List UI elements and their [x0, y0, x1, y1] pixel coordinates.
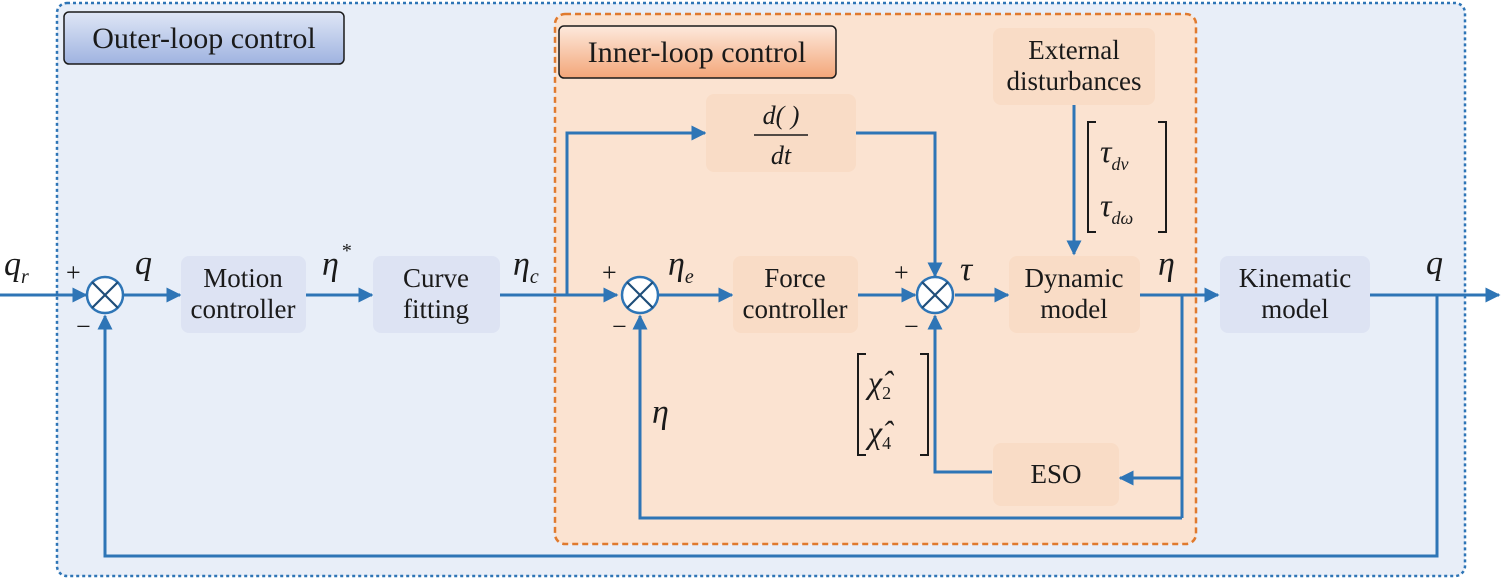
svg-text:d( ): d( ): [763, 101, 800, 130]
line-eso-to-sum3: [927, 314, 992, 474]
inner-loop-title: Inner-loop control: [588, 36, 807, 69]
svg-text:model: model: [1261, 294, 1329, 324]
outer-loop-title: Outer-loop control: [92, 22, 316, 55]
inner-loop-title-box: [558, 25, 837, 79]
svg-text:model: model: [1040, 294, 1108, 324]
label-eta-feedback: η: [652, 394, 669, 431]
dynamic-model-block: Dynamic model: [1009, 256, 1140, 333]
sign-minus-inner: −: [612, 312, 627, 341]
disturbance-vector: τdv τdω: [1087, 121, 1167, 233]
svg-text:fitting: fitting: [403, 294, 469, 324]
derivative-block: d( ) dt: [706, 94, 856, 172]
curve-fitting-block: Curve fitting: [373, 256, 500, 333]
signal-lines: [0, 105, 1501, 558]
line-branch-to-derivative: [565, 125, 707, 295]
sign-plus-outer: +: [66, 258, 81, 287]
svg-text:Curve: Curve: [403, 263, 469, 293]
svg-text:controller: controller: [191, 294, 296, 324]
svg-text:disturbances: disturbances: [1007, 66, 1142, 96]
label-eta-e: ηe: [668, 246, 694, 288]
eso-block: ESO: [993, 443, 1119, 506]
kinematic-model-block: Kinematic model: [1220, 256, 1370, 333]
external-disturbances-block: External disturbances: [993, 28, 1155, 105]
label-eta-out: η: [1158, 246, 1175, 283]
sign-minus-outer: −: [76, 312, 91, 341]
label-eta-c: ηc: [513, 246, 539, 288]
label-eta-star: η*: [322, 240, 352, 283]
sign-minus-torque: −: [904, 312, 919, 341]
motion-controller-block: Motion controller: [181, 256, 306, 333]
svg-text:Force: Force: [764, 263, 825, 293]
label-q-out: q: [1426, 245, 1443, 282]
outer-loop-title-box: [63, 11, 345, 65]
line-q-feedback-to-sum1: [97, 295, 1439, 558]
force-controller-block: Force controller: [733, 256, 858, 333]
label-q: q: [135, 245, 152, 282]
summing-junction-torque: [915, 275, 955, 315]
line-eta-feedback-to-sum2: [632, 314, 1182, 520]
svg-text:External: External: [1028, 35, 1119, 65]
svg-text:Motion: Motion: [203, 263, 283, 293]
label-tau: τ: [960, 251, 974, 288]
svg-text:Kinematic: Kinematic: [1239, 263, 1351, 293]
summing-junction-inner: [620, 275, 660, 315]
svg-text:Dynamic: Dynamic: [1025, 263, 1124, 293]
svg-text:dt: dt: [771, 141, 792, 170]
svg-text:controller: controller: [743, 294, 848, 324]
svg-text:τdv: τdv: [1100, 133, 1128, 174]
line-derivative-to-sum3: [856, 131, 943, 278]
summing-junction-outer: [85, 275, 125, 315]
sign-plus-inner: +: [602, 258, 617, 287]
svg-text:τdω: τdω: [1100, 187, 1133, 228]
label-q-r: qr: [4, 246, 29, 288]
svg-text:ESO: ESO: [1030, 459, 1081, 489]
sign-plus-torque: +: [894, 258, 909, 287]
